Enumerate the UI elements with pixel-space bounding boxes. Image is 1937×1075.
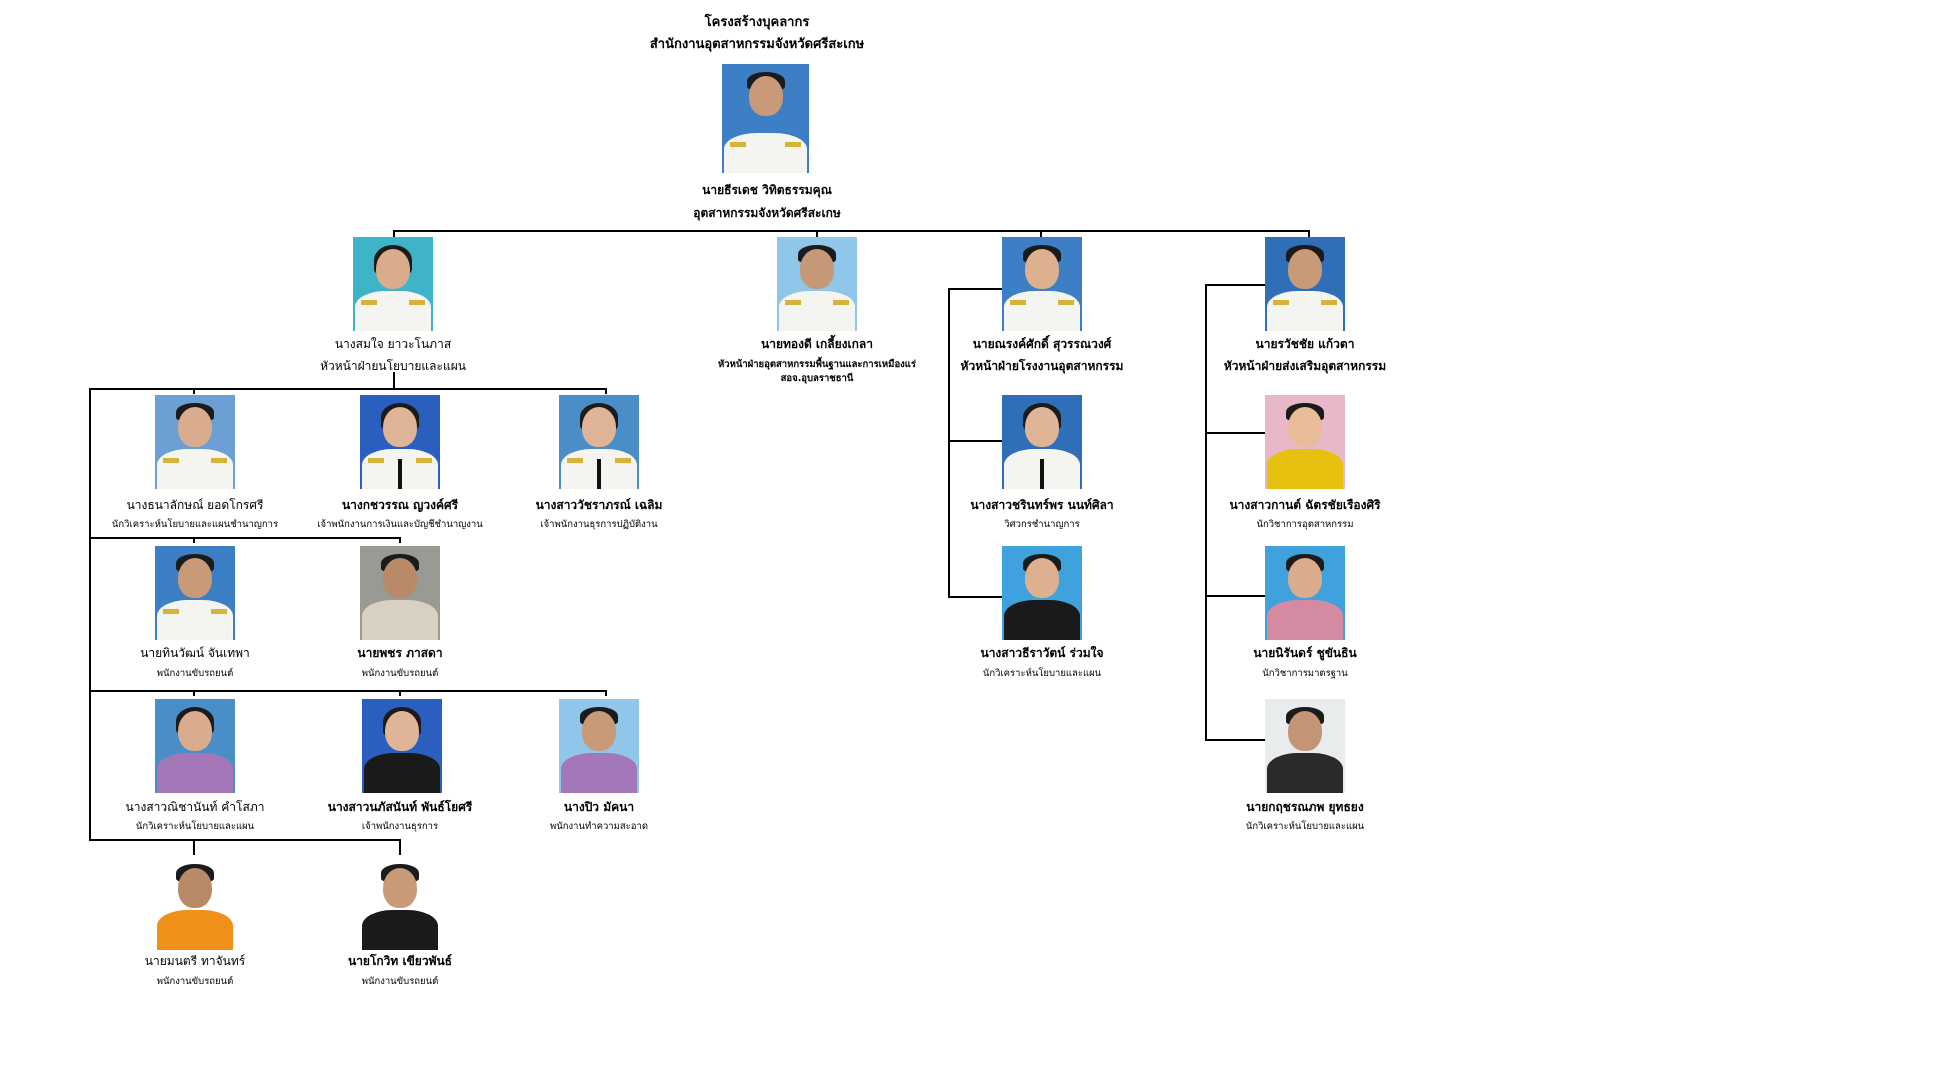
factory-head-name: นายณรงค์ศักดิ์ สุวรรณวงศ์: [972, 337, 1112, 351]
photo-promo-staff-2: [1265, 546, 1345, 640]
promo-staff-3-role: นักวิเคราะห์นโยบายและแผน: [1245, 821, 1365, 832]
promo-staff-1-name: นางสาวกานต์ ฉัตรชัยเรืองศิริ: [1229, 498, 1381, 512]
staff-4-name: นายทินวัฒน์ จันเทพา: [140, 646, 250, 660]
factory-head-role: หัวหน้าฝ่ายโรงงานอุตสาหกรรม: [960, 359, 1124, 373]
photo-staff-8: [559, 699, 639, 793]
staff-5-role: พนักงานขับรถยนต์: [361, 668, 439, 679]
chart-title: โครงสร้างบุคลากร: [704, 15, 810, 30]
photo-staff-9: [155, 856, 235, 950]
staff-3-role: เจ้าพนักงานธุรการปฏิบัติงาน: [540, 519, 658, 530]
director-role: อุตสาหกรรมจังหวัดศรีสะเกษ: [693, 206, 841, 220]
staff-2-name: นางกชวรรณ ญวงค์ศรี: [341, 498, 459, 512]
photo-staff-6: [155, 699, 235, 793]
photo-staff-3: [559, 395, 639, 489]
staff-5-name: นายพชร ภาสดา: [357, 646, 443, 660]
staff-8-role: พนักงานทำความสะอาด: [550, 821, 648, 832]
promo-staff-3-name: นายกฤชรณภพ ยุทธยง: [1246, 800, 1364, 814]
factory-staff-2-name: นางสาวธีราวัตน์ ร่วมใจ: [980, 646, 1104, 660]
factory-staff-1-name: นางสาวชรินทร์พร นนท์ศิลา: [970, 498, 1114, 512]
staff-1-role: นักวิเคราะห์นโยบายและแผนชำนาญการ: [111, 519, 279, 530]
promo-staff-2-role: นักวิชาการมาตรฐาน: [1262, 668, 1348, 679]
photo-staff-5: [360, 546, 440, 640]
photo-staff-10: [360, 856, 440, 950]
staff-1-name: นางธนาลักษณ์ ยอดโกรศรี: [126, 498, 264, 512]
photo-staff-4: [155, 546, 235, 640]
photo-factory-staff-1: [1002, 395, 1082, 489]
chart-subtitle: สำนักงานอุตสาหกรรมจังหวัดศรีสะเกษ: [649, 37, 865, 52]
staff-9-name: นายมนตรี ทาจันทร์: [144, 954, 246, 968]
staff-6-name: นางสาวณิชานันท์ คำโสภา: [125, 800, 265, 814]
staff-3-name: นางสาววัชราภรณ์ เฉลิม: [535, 498, 663, 512]
photo-staff-1: [155, 395, 235, 489]
photo-factory-staff-2: [1002, 546, 1082, 640]
photo-staff-2: [360, 395, 440, 489]
staff-7-role: เจ้าพนักงานธุรการ: [361, 821, 439, 832]
mining-head-role: หัวหน้าฝ่ายอุตสาหกรรมพื้นฐานและการเหมือง…: [717, 359, 917, 370]
promo-head-role: หัวหน้าฝ่ายส่งเสริมอุตสาหกรรม: [1223, 359, 1387, 373]
staff-9-role: พนักงานขับรถยนต์: [156, 976, 234, 987]
photo-promo-staff-1: [1265, 395, 1345, 489]
factory-staff-2-role: นักวิเคราะห์นโยบายและแผน: [982, 668, 1102, 679]
photo-staff-7: [362, 699, 442, 793]
promo-staff-2-name: นายนิรันดร์ ชูขันธิน: [1253, 646, 1357, 660]
photo-factory-head: [1002, 237, 1082, 331]
staff-2-role: เจ้าพนักงานการเงินและบัญชีชำนาญงาน: [317, 519, 483, 530]
policy-head-name: นางสมใจ ยาวะโนภาส: [334, 337, 452, 351]
staff-6-role: นักวิเคราะห์นโยบายและแผน: [135, 821, 255, 832]
photo-promo-head: [1265, 237, 1345, 331]
promo-head-name: นายรวัชชัย แก้วตา: [1255, 337, 1355, 351]
staff-8-name: นางปิว มัคนา: [563, 800, 635, 814]
factory-staff-1-role: วิศวกรชำนาญการ: [1004, 519, 1080, 530]
mining-head-name: นายทองดี เกลี้ยงเกลา: [761, 337, 873, 351]
photo-promo-staff-3: [1265, 699, 1345, 793]
policy-head-role: หัวหน้าฝ่ายนโยบายและแผน: [320, 359, 466, 373]
photo-director: [722, 64, 809, 173]
photo-policy-head: [353, 237, 433, 331]
staff-10-name: นายโกวิท เขียวพันธ์: [347, 954, 453, 968]
staff-10-role: พนักงานขับรถยนต์: [361, 976, 439, 987]
mining-head-role-office: สอจ.อุบลราชธานี: [780, 373, 854, 384]
staff-4-role: พนักงานขับรถยนต์: [156, 668, 234, 679]
director-name: นายธีรเดช วิทิตธรรมคุณ: [702, 183, 832, 197]
photo-mining-head: [777, 237, 857, 331]
staff-7-name: นางสาวนภัสนันท์ พันธ์โยศรี: [327, 800, 473, 814]
promo-staff-1-role: นักวิชาการอุตสาหกรรม: [1256, 519, 1354, 530]
